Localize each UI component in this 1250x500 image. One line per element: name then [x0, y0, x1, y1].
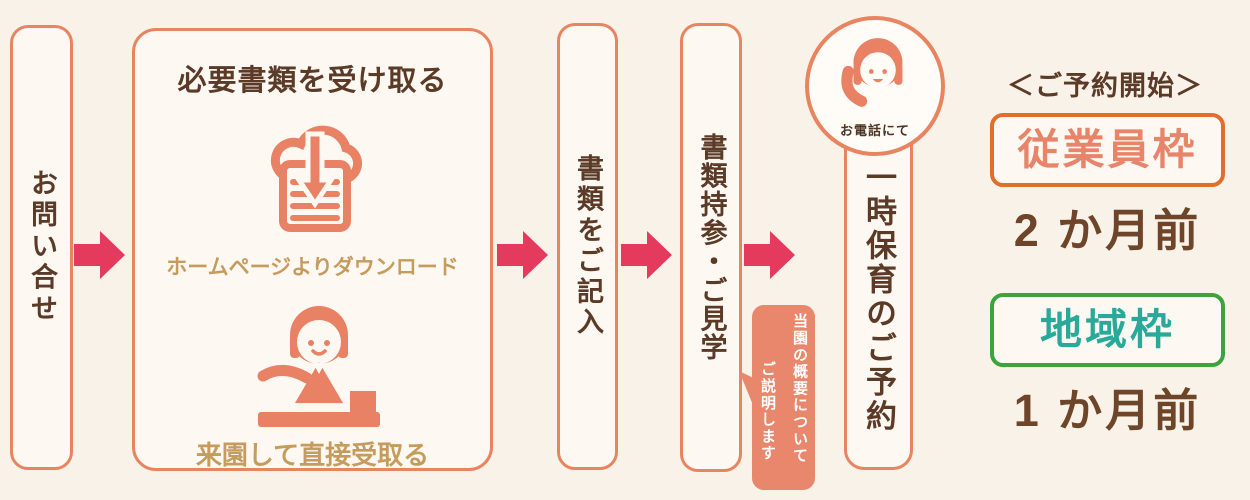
arrow-right-icon — [744, 231, 795, 279]
region-slot-timing: 1 か月前 — [1013, 385, 1202, 436]
phone-contact-label: お電話にて — [839, 123, 910, 138]
step-inquiry-box: お問い合せ — [10, 25, 73, 470]
phone-operator-icon — [841, 38, 903, 107]
visit-option-label: 来園して直接受取る — [195, 440, 430, 470]
arrow-right-icon — [497, 231, 548, 279]
step-receive-documents-box: 必要書類を受け取る ホームページよりダウンロード — [132, 28, 493, 471]
region-slot-box: 地域枠 — [990, 293, 1225, 367]
receive-documents-title: 必要書類を受け取る — [177, 65, 448, 97]
region-slot-label: 地域枠 — [1039, 306, 1175, 353]
step-bring-documents-label: 書類持参・ご見学 — [696, 133, 727, 362]
step-reservation-label: 一時保育のご予約 — [861, 161, 896, 434]
cloud-download-icon — [270, 125, 363, 232]
arrow-right-icon — [621, 231, 672, 279]
employee-slot-label: 従業員枠 — [1017, 126, 1198, 173]
step-bring-documents-box: 書類持参・ご見学 — [680, 23, 742, 472]
step-inquiry-label: お問い合せ — [27, 169, 57, 326]
step-fill-documents-box: 書類をご記入 — [557, 23, 618, 470]
bubble-text-line2: ご説明します — [759, 361, 776, 462]
phone-contact-badge: お電話にて — [805, 16, 945, 156]
download-option-label: ホームページよりダウンロード — [166, 256, 459, 279]
explanation-speech-bubble: 当園の概要について ご説明します — [739, 305, 815, 490]
employee-slot-box: 従業員枠 — [990, 113, 1225, 187]
step-fill-documents-label: 書類をご記入 — [573, 154, 603, 339]
receptionist-icon — [257, 306, 380, 427]
reservation-start-heading: ＜ご予約開始＞ — [1007, 71, 1203, 101]
employee-slot-timing: 2 か月前 — [1013, 205, 1202, 256]
arrow-right-icon — [74, 231, 125, 279]
bubble-text-line1: 当園の概要について — [791, 313, 808, 465]
